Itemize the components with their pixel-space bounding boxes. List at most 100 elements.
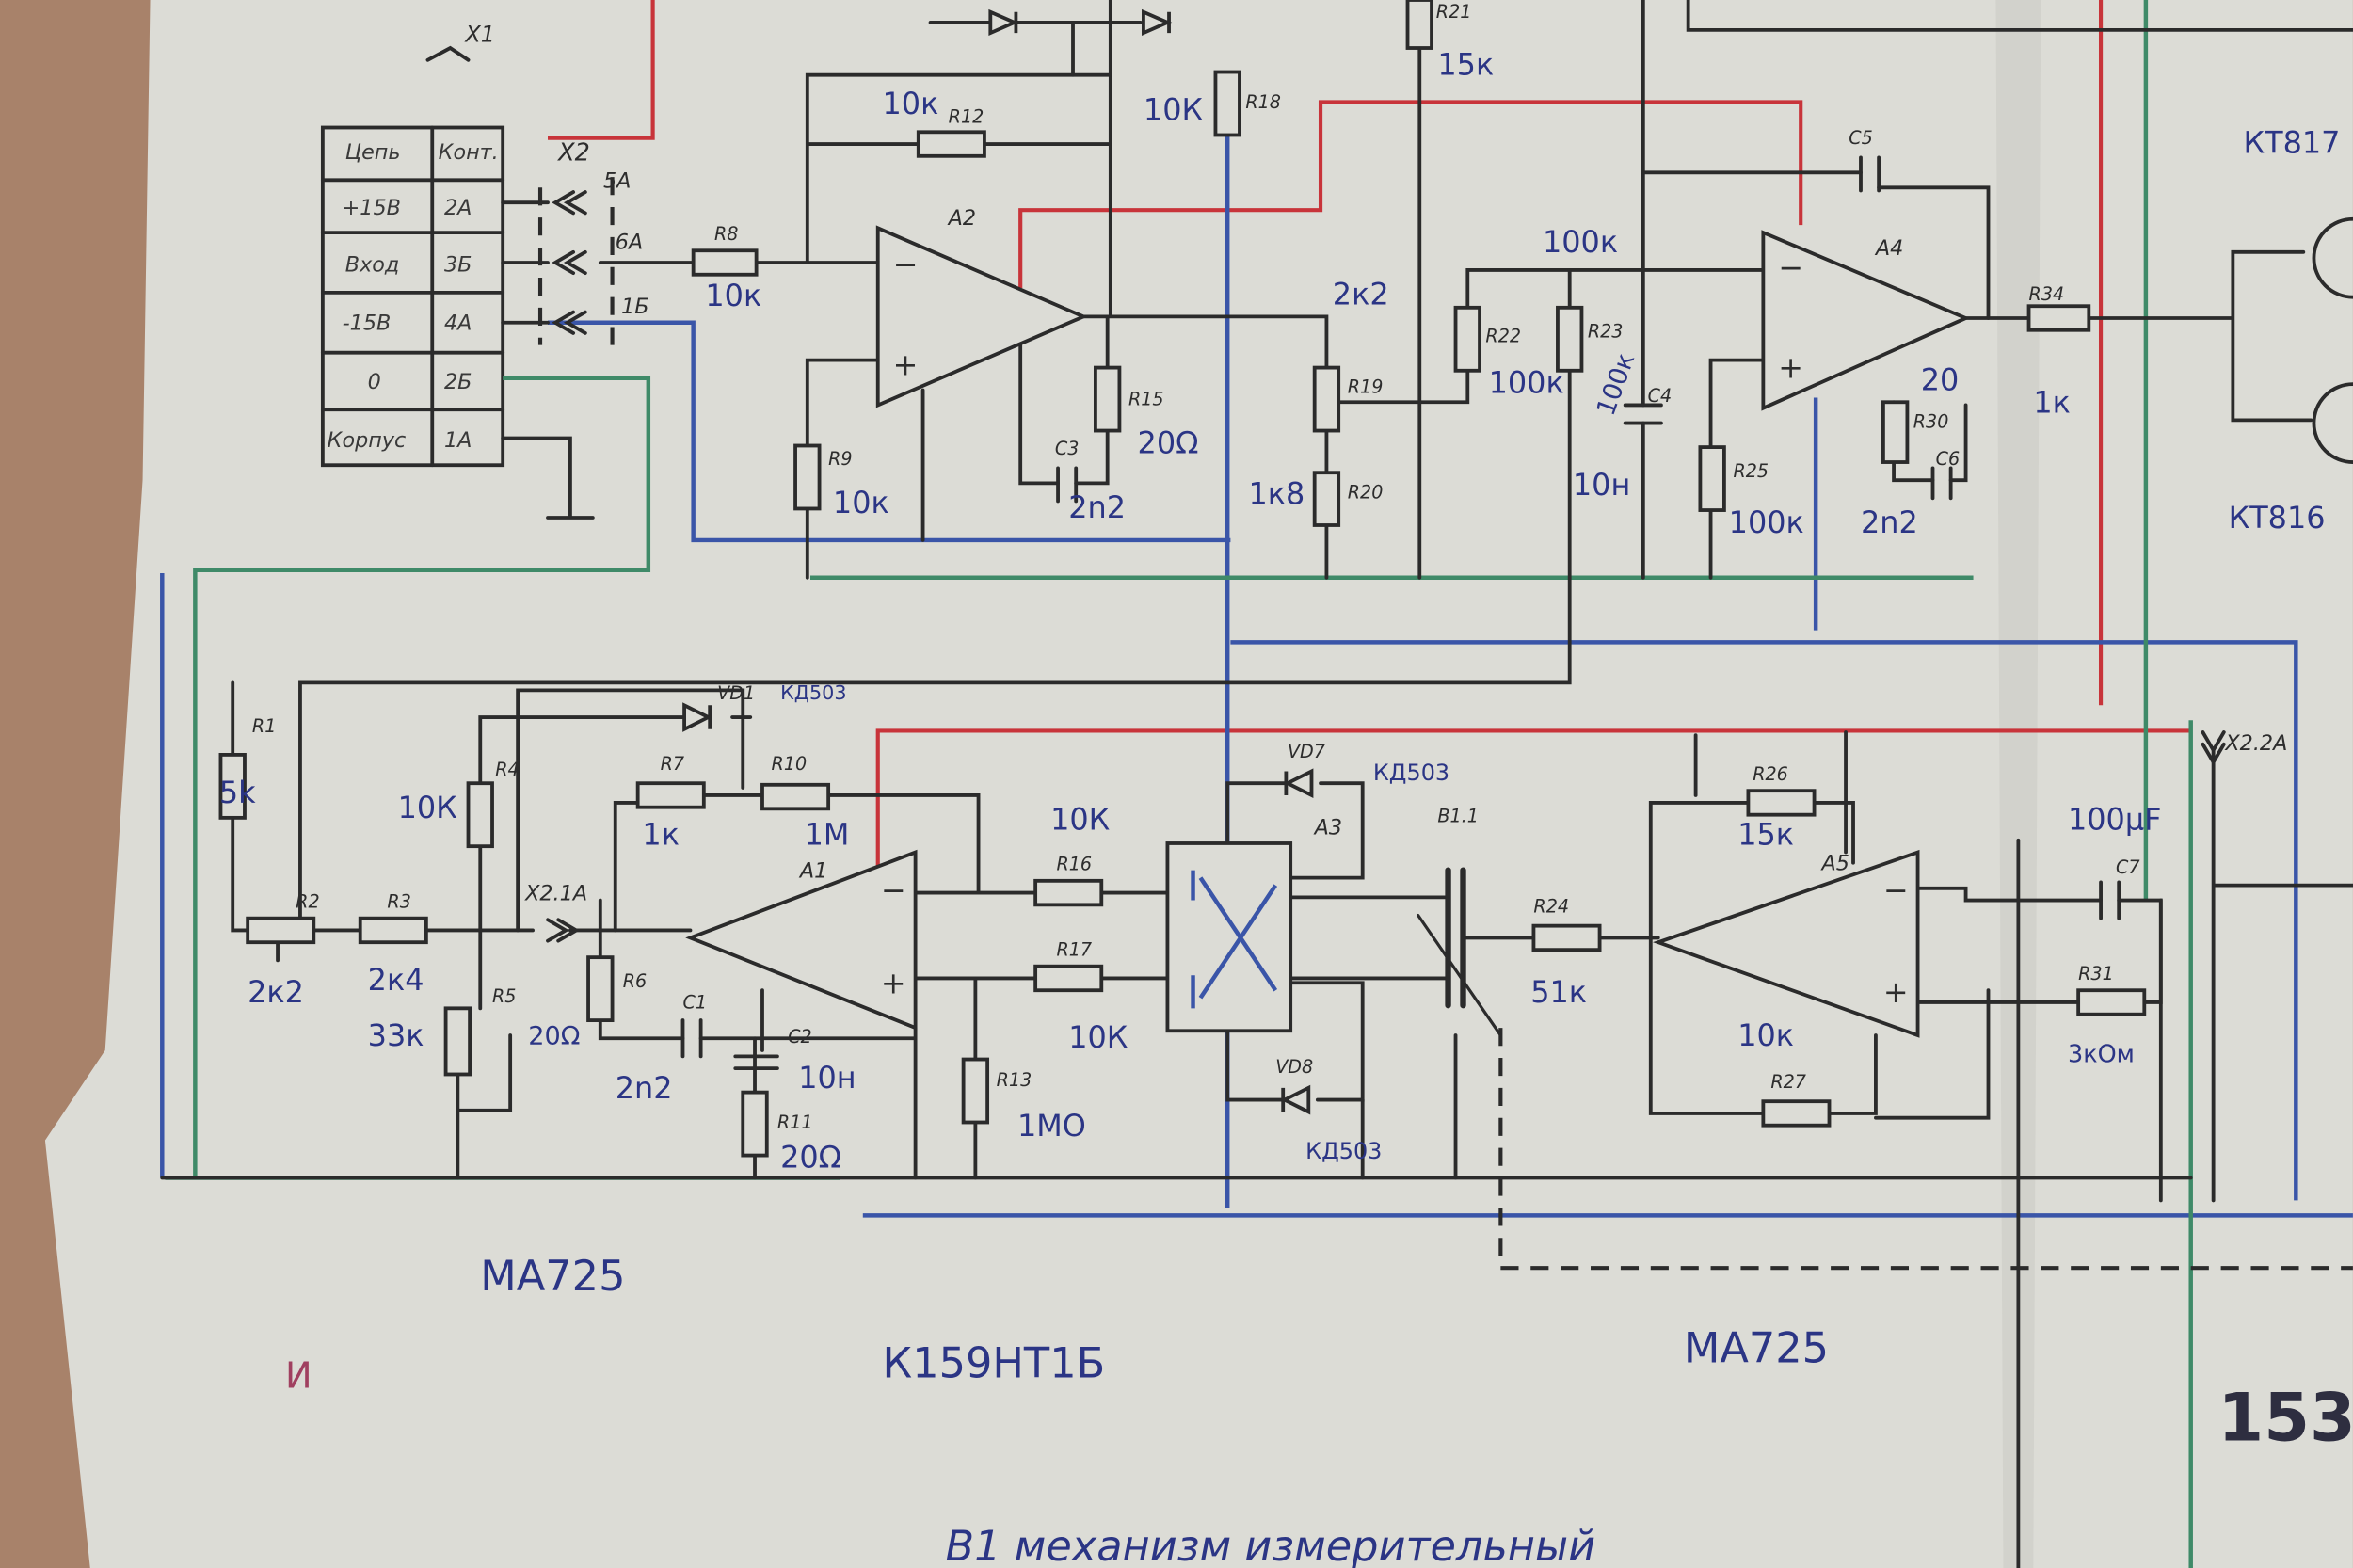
resistor-r2	[246, 916, 316, 945]
transistor-label: КТ816	[2229, 500, 2326, 536]
component-value: 33к	[368, 1017, 424, 1053]
noninverting-input-sign: +	[1883, 974, 1909, 1010]
transistor-label: КТ817	[2244, 125, 2341, 161]
opamp-a1	[685, 849, 918, 1031]
pin-label: 6А	[616, 231, 643, 255]
table-cell: 0	[368, 370, 381, 394]
component-ref: R21	[1436, 1, 1472, 23]
component-value: 15к	[1437, 47, 1494, 83]
component-value: 10к	[883, 86, 939, 121]
component-ref: C5	[1849, 127, 1873, 149]
component-value: 100к	[1543, 224, 1618, 260]
component-value: 20Ω	[780, 1139, 841, 1175]
handwritten-mark: И	[285, 1355, 312, 1398]
component-value: 1МО	[1017, 1108, 1086, 1144]
pin-label: 1Б	[621, 295, 648, 319]
table-cell: 3Б	[444, 253, 472, 278]
resistor-r17	[1033, 964, 1104, 993]
component-ref: R19	[1348, 376, 1384, 398]
component-value: 1к8	[1249, 476, 1305, 512]
opamp-a2-label: A2	[947, 206, 976, 231]
opamp-a4	[1761, 230, 1971, 411]
component-value: 5k	[219, 775, 256, 810]
resistor-r8	[691, 248, 759, 277]
paper-fold-shadow	[1995, 0, 2041, 1568]
component-ref: R24	[1533, 895, 1569, 917]
component-value: 2n2	[616, 1070, 673, 1106]
connector-table: Цепь Конт. +15В 2А Вход 3Б -15В 4А 0 2Б …	[320, 125, 505, 468]
component-ref: C4	[1648, 385, 1673, 407]
table-cell: 1А	[444, 428, 472, 453]
opamp-a5	[1653, 849, 1920, 1038]
chip-a3	[1165, 841, 1293, 1033]
component-value: 1М	[805, 817, 850, 853]
component-ref: R2	[296, 891, 319, 913]
component-ref: R18	[1245, 91, 1281, 113]
table-cell: Корпус	[328, 428, 407, 453]
component-value: 20Ω	[528, 1022, 580, 1051]
resistor-r3	[358, 916, 428, 945]
component-ref: R11	[777, 1112, 813, 1133]
pin-label: 5А	[603, 168, 631, 193]
resistor-r22	[1453, 305, 1481, 373]
chip-type-label-right: MA725	[1684, 1324, 1829, 1373]
diode-type: КД503	[1305, 1138, 1382, 1164]
table-cell: 4А	[444, 312, 472, 336]
component-value: 20	[1921, 362, 1960, 398]
component-ref: R6	[623, 970, 647, 992]
resistor-r13	[961, 1057, 990, 1125]
component-value: 10К	[1144, 92, 1203, 128]
opamp-a4-label: A4	[1874, 236, 1903, 261]
component-ref: B1.1	[1437, 806, 1479, 827]
component-value: 2к2	[1333, 277, 1389, 312]
resistor-r18	[1213, 70, 1241, 137]
resistors	[218, 0, 2147, 1158]
component-ref: R3	[387, 891, 410, 913]
table-cell: +15В	[343, 196, 401, 220]
component-ref: R10	[772, 753, 808, 775]
noninverting-input-sign: +	[1778, 350, 1803, 386]
resistor-r23	[1556, 305, 1584, 373]
diode	[1142, 8, 1173, 36]
resistor-r30	[1881, 400, 1910, 464]
resistor-r16	[1033, 878, 1104, 907]
component-ref: C1	[682, 991, 707, 1013]
resistor-r10	[760, 782, 831, 811]
resistor-r6	[586, 955, 615, 1023]
resistor-r9	[793, 443, 822, 511]
component-value: 10К	[398, 790, 457, 825]
component-ref: R20	[1348, 481, 1384, 503]
resistor-r25	[1698, 445, 1726, 512]
component-ref: C6	[1936, 448, 1961, 470]
noninverting-input-sign: +	[881, 965, 906, 1000]
component-ref: VD8	[1275, 1056, 1313, 1078]
diode-vd1	[682, 702, 712, 732]
inverting-input-sign: −	[893, 247, 919, 282]
table-cell: 2А	[444, 196, 472, 220]
diode-vd8	[1280, 1084, 1311, 1115]
resistor-r24	[1531, 923, 1602, 952]
component-ref: R26	[1753, 763, 1788, 785]
component-ref: VD1	[717, 682, 755, 704]
resistor-r31	[2076, 988, 2147, 1016]
wires-red	[548, 0, 2191, 901]
component-ref: VD7	[1288, 741, 1325, 762]
component-ref: R9	[828, 448, 852, 470]
component-ref: R22	[1485, 325, 1521, 346]
component-value: 2n2	[1861, 504, 1918, 540]
resistor-r27	[1761, 1099, 1832, 1128]
component-ref: C7	[2116, 856, 2140, 878]
inverting-input-sign: −	[881, 872, 906, 908]
resistor-r11	[741, 1090, 769, 1158]
component-ref: R4	[495, 759, 519, 780]
component-value: 15к	[1737, 817, 1794, 853]
component-value: 2n2	[1068, 489, 1126, 525]
component-ref: R13	[997, 1069, 1032, 1091]
diode-type: КД503	[1373, 760, 1449, 786]
component-ref: R31	[2078, 963, 2114, 984]
connector-x2-1a-label: X2.1A	[524, 882, 587, 906]
component-value: 10К	[1050, 802, 1110, 838]
capacitors	[680, 155, 2121, 1071]
resistor-r15	[1093, 365, 1122, 433]
